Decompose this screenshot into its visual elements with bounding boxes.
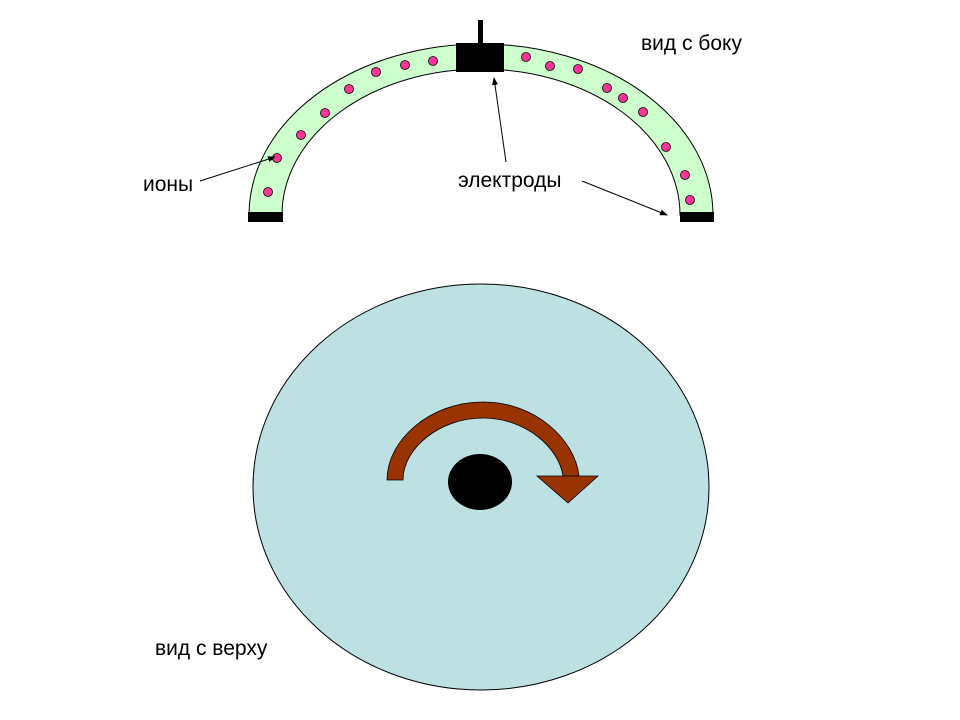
right-electrode	[680, 212, 714, 222]
electrode-lead	[478, 20, 483, 43]
electrodes-label: электроды	[458, 169, 562, 192]
rotation-arrow-icon	[386, 401, 600, 504]
ions-pointer	[199, 156, 276, 182]
center-hole	[448, 454, 512, 510]
side-view-label: вид с боку	[641, 32, 742, 55]
left-electrode	[248, 212, 283, 222]
electrodes-pointer-top	[492, 77, 507, 163]
top-electrode	[456, 43, 504, 72]
ions-label: ионы	[143, 173, 194, 196]
ions	[263, 52, 695, 205]
top-view-label: вид с верху	[155, 637, 268, 660]
electrodes-pointer-right	[581, 180, 668, 216]
